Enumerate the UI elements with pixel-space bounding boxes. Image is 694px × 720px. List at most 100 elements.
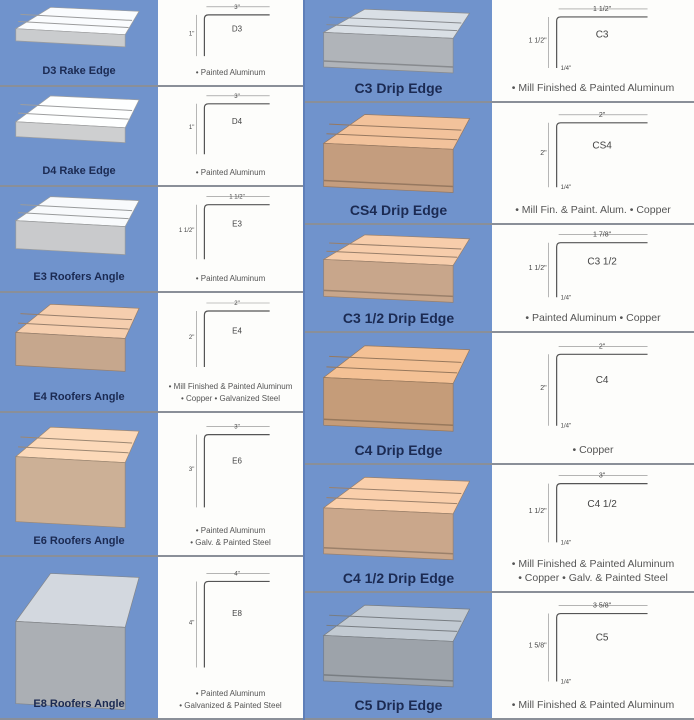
material-item: • Mill Finished & Painted Aluminum (168, 382, 293, 391)
product-name: C4 Drip Edge (354, 442, 443, 458)
width-label: 1 1/2" (593, 6, 612, 13)
height-label: 1 1/2" (529, 38, 548, 45)
profile-code: C3 1/2 (587, 257, 617, 268)
material-item: • Painted Aluminum (195, 689, 266, 698)
profile-outline (203, 103, 270, 155)
profile-diagram: 1 1/2" 1 1/2" C3 1/4" (529, 6, 648, 72)
height-label: 2" (540, 150, 547, 157)
product-rib (329, 16, 462, 24)
product-image-panel: D4 Rake Edge (0, 87, 158, 185)
material-item: • Painted Aluminum (195, 274, 266, 283)
product-image-panel: E3 Roofers Angle (0, 187, 158, 291)
product-image-panel: C3 1/2 Drip Edge (305, 225, 492, 331)
drip-hem (323, 289, 454, 298)
product-rib (18, 212, 129, 220)
hem-label: 1/4" (561, 295, 571, 301)
profile-code: C3 (596, 29, 609, 40)
product-illustration (14, 95, 140, 143)
material-item: • Mill Fin. & Paint. Alum. • Copper (515, 204, 671, 216)
product-row: E8 Roofers Angle 4" 4" E8 • Painted Aluminum… (0, 557, 303, 720)
product-illustration (322, 476, 471, 561)
profile-diagram: 2"2"E4 (189, 301, 270, 367)
profile-code: CS4 (592, 141, 612, 152)
product-rib (329, 614, 462, 622)
profile-outline (556, 353, 648, 426)
materials-list: • Painted Aluminum • Copper (492, 311, 694, 325)
profile-outline (203, 310, 270, 367)
material-item: • Painted Aluminum (195, 168, 266, 177)
profile-outline (556, 483, 648, 543)
hem-label: 1/4" (561, 66, 571, 72)
product-image-panel: C5 Drip Edge (305, 593, 492, 718)
product-rib (329, 123, 462, 131)
profile-diagram: 2"2"C41/4" (540, 343, 648, 430)
width-label: 3" (234, 425, 239, 431)
product-rib (326, 497, 458, 505)
product-illustration (14, 196, 140, 255)
width-label: 3" (234, 5, 239, 11)
profile-outline (203, 204, 270, 260)
width-label: 1 1/2" (229, 195, 244, 201)
product-rib (20, 436, 133, 444)
profile-code: E8 (232, 609, 242, 618)
height-label: 1 5/8" (529, 643, 548, 650)
product-image-panel: D3 Rake Edge (0, 0, 158, 85)
profile-code: E3 (232, 220, 242, 229)
product-name: E8 Roofers Angle (33, 698, 125, 710)
product-rib (20, 204, 133, 212)
product-image-panel: E8 Roofers Angle (0, 557, 158, 718)
material-item: • Mill Finished & Painted Aluminum (511, 82, 675, 94)
profile-outline (203, 434, 270, 508)
material-item: • Painted Aluminum (195, 68, 266, 77)
product-front-face (15, 220, 126, 255)
product-name: D3 Rake Edge (42, 65, 116, 77)
product-top-surface (322, 345, 471, 384)
materials-list: • Painted Aluminum• Galv. & Painted Stee… (158, 525, 303, 549)
product-image-panel: C4 1/2 Drip Edge (305, 465, 492, 591)
height-label: 1 1/2" (529, 265, 548, 272)
product-image-panel: E4 Roofers Angle (0, 293, 158, 411)
product-front-face (323, 507, 454, 561)
product-illustration (14, 426, 140, 528)
drip-hem (323, 179, 454, 188)
product-front-face (15, 121, 126, 143)
product-image-panel: C4 Drip Edge (305, 333, 492, 463)
profile-diagram-panel: 4"4"E8• Painted Aluminum• Galvanized & P… (158, 557, 303, 718)
materials-list: • Mill Finished & Painted Aluminum• Copp… (492, 557, 694, 585)
profile-diagram: 3"1 1/2"C4 1/21/4" (529, 473, 648, 546)
product-front-face (323, 31, 454, 74)
product-name: D4 Rake Edge (42, 165, 116, 177)
profile-diagram: 1 7/8"1 1/2"C3 1/21/4" (529, 232, 648, 301)
hem-label: 1/4" (561, 185, 571, 191)
profile-code: C4 1/2 (587, 499, 617, 510)
drip-hem (323, 418, 454, 426)
width-label: 4" (234, 571, 239, 577)
profile-code: C4 (596, 375, 609, 386)
profile-outline (203, 14, 270, 57)
product-name: C3 1/2 Drip Edge (342, 310, 455, 326)
materials-list: • Mill Finished & Painted Aluminum (492, 81, 694, 95)
material-item: • Painted Aluminum (195, 526, 266, 535)
product-rib (20, 313, 133, 321)
product-image-panel: C3 Drip Edge (305, 0, 492, 101)
materials-list: • Mill Finished & Painted Aluminum• Copp… (158, 381, 303, 405)
height-label: 1" (189, 125, 194, 131)
product-name: C3 Drip Edge (354, 80, 443, 96)
profile-code: D4 (232, 117, 243, 126)
product-top-surface (15, 573, 140, 628)
materials-list: • Painted Aluminum (158, 273, 303, 285)
product-name: C5 Drip Edge (354, 697, 443, 713)
profile-diagram: 3"3"E6 (189, 425, 270, 508)
height-label: 4" (189, 621, 194, 627)
product-rib (18, 112, 129, 120)
